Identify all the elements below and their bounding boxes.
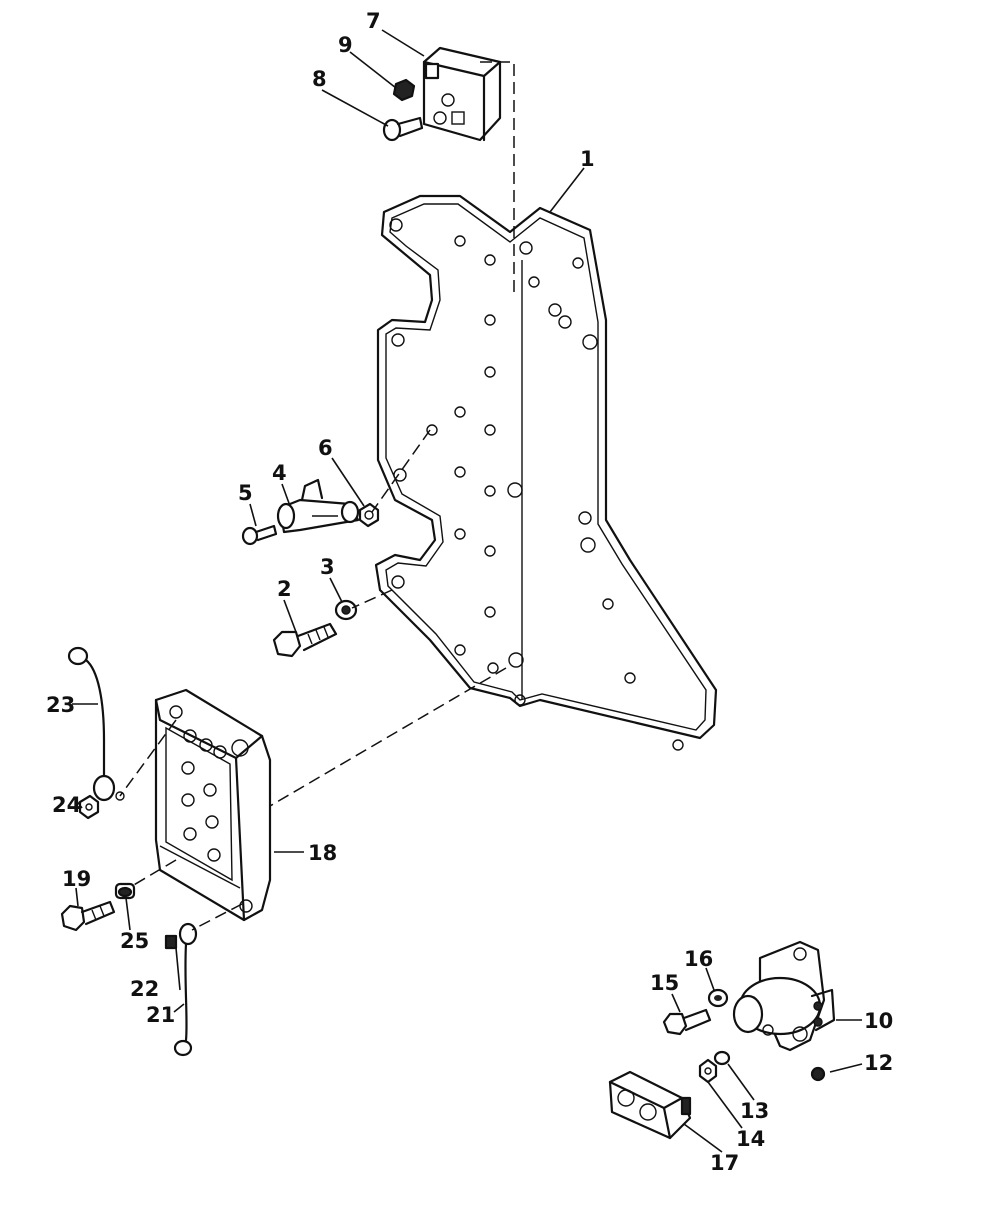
spacer-25 — [114, 882, 136, 900]
mounting-plate — [374, 194, 718, 751]
bolt-15 — [662, 1008, 712, 1036]
callout-24: 24 — [52, 793, 81, 817]
leader-lines — [72, 29, 863, 1153]
callout-23: 23 — [46, 693, 75, 717]
nut-9 — [392, 78, 416, 102]
screw-22 — [164, 934, 178, 950]
callout-5: 5 — [238, 481, 253, 505]
callout-10: 10 — [864, 1009, 893, 1033]
callout-1: 1 — [580, 147, 595, 171]
callout-22: 22 — [130, 977, 159, 1001]
callout-9: 9 — [338, 33, 353, 57]
callout-7: 7 — [366, 9, 381, 33]
callout-14: 14 — [736, 1127, 765, 1151]
starter-solenoid — [732, 940, 836, 1052]
nut-14 — [698, 1058, 718, 1084]
ground-wire-21 — [173, 922, 198, 1057]
callout-18: 18 — [308, 841, 337, 865]
bolt-2 — [272, 622, 338, 658]
nut-12 — [810, 1066, 826, 1082]
switch-box — [154, 688, 272, 922]
connector-block — [608, 1070, 692, 1140]
callout-25: 25 — [120, 929, 149, 953]
plate-holes — [389, 218, 684, 751]
nut-24 — [78, 794, 100, 820]
callout-6: 6 — [318, 436, 333, 460]
callout-2: 2 — [277, 577, 292, 601]
callout-21: 21 — [146, 1003, 175, 1027]
clamp-4 — [276, 478, 360, 534]
ground-wire-23 — [67, 646, 125, 802]
screw-5 — [241, 524, 278, 546]
callout-3: 3 — [320, 555, 335, 579]
washer-13 — [713, 1050, 731, 1066]
terminal-block — [422, 46, 502, 142]
callout-19: 19 — [62, 867, 91, 891]
switch-box-terminals — [181, 729, 227, 862]
bolt-19 — [60, 900, 116, 932]
assembly-lines — [119, 61, 515, 931]
callout-13: 13 — [740, 1099, 769, 1123]
callouts: 1 2 3 4 5 6 7 8 9 10 12 13 14 15 16 17 1… — [46, 9, 893, 1175]
washer-16 — [707, 988, 729, 1008]
callout-12: 12 — [864, 1051, 893, 1075]
callout-17: 17 — [710, 1151, 739, 1175]
screw-8 — [382, 116, 424, 142]
callout-16: 16 — [684, 947, 713, 971]
washer-3 — [334, 599, 358, 621]
callout-4: 4 — [272, 461, 287, 485]
callout-8: 8 — [312, 67, 327, 91]
callout-15: 15 — [650, 971, 679, 995]
